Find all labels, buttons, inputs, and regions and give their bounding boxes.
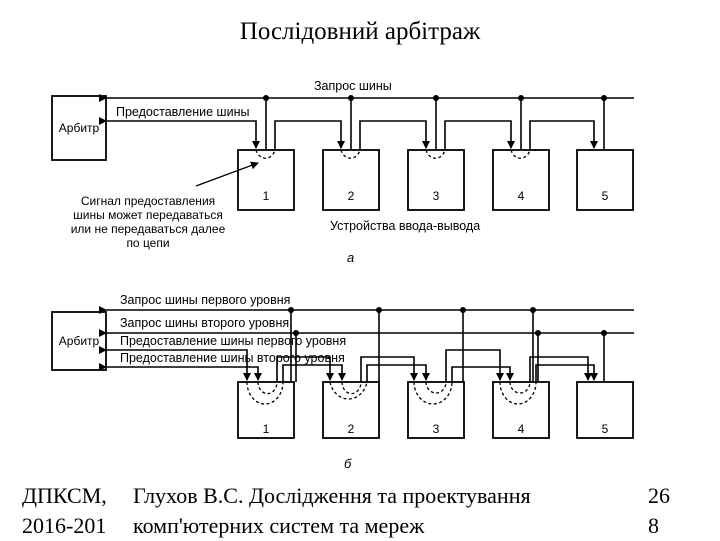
line-labels-b: Запрос шины первого уровня Запрос шины в…: [120, 293, 346, 365]
junction-dots-b: [288, 307, 607, 336]
footer-author-line2: комп'ютерних систем та мереж: [133, 513, 425, 538]
device-label: 2: [348, 422, 355, 436]
footer-course-line1: ДПКСМ,: [22, 483, 107, 508]
footer-page-number: 26 8: [648, 481, 670, 541]
device-boxes-b: [237, 381, 634, 439]
footer-course: ДПКСМ, 2016-201: [22, 481, 107, 541]
slide-title: Послідовний арбітраж: [239, 18, 481, 45]
note-line-1: Сигнал предоставления: [81, 194, 215, 208]
devices-caption-a: Устройства ввода-вывода: [330, 219, 480, 233]
arbiter-box-b: [51, 311, 107, 371]
figure-letter-b: б: [344, 456, 352, 471]
diagram-a: [51, 94, 634, 211]
dashed-arcs-b: [246, 381, 537, 405]
note-line-4: по цепи: [126, 236, 169, 250]
note-text-a: Сигнал предоставления шины может передав…: [71, 194, 226, 250]
footer-author-line1: Глухов В.С. Дослідження та проектування: [133, 483, 531, 508]
device-boxes-a: [237, 149, 634, 211]
device-label: 4: [518, 189, 525, 203]
device-label: 4: [518, 422, 525, 436]
footer-page-line1: 26: [648, 483, 670, 508]
note-line-3: или не передаваться далее: [71, 222, 226, 236]
device-label: 3: [433, 189, 440, 203]
line-label-grant-level1: Предоставление шины первого уровня: [120, 334, 346, 348]
arbiter-label-b: Арбитр: [59, 334, 100, 348]
device-label: 1: [263, 189, 270, 203]
device-labels-a: 1 2 3 4 5: [263, 189, 609, 203]
arbiter-label-a: Арбитр: [59, 121, 100, 135]
figure-letter-a: а: [347, 250, 354, 265]
bus-grant-label-a: Предоставление шины: [116, 105, 249, 119]
device-label: 1: [263, 422, 270, 436]
device-label: 2: [348, 189, 355, 203]
footer-course-line2: 2016-201: [22, 513, 107, 538]
request-connections-a: [265, 98, 605, 150]
note-pointer-a: [195, 161, 259, 187]
line-label-request-level1: Запрос шины первого уровня: [120, 293, 290, 307]
grant-lines-b: [99, 346, 598, 382]
device-label: 5: [602, 189, 609, 203]
footer-author: Глухов В.С. Дослідження та проектування …: [133, 481, 531, 541]
dashed-arcs-a: [255, 149, 531, 159]
footer-page-line2: 8: [648, 513, 659, 538]
bus-request-label-a: Запрос шины: [314, 79, 392, 93]
junction-dots-a: [263, 95, 607, 101]
line-label-grant-level2: Предоставление шины второго уровня: [120, 351, 345, 365]
device-label: 5: [602, 422, 609, 436]
line-label-request-level2: Запрос шины второго уровня: [120, 316, 289, 330]
grant-chain-a: [99, 117, 598, 150]
diagram-b: [51, 306, 634, 439]
note-line-2: шины может передаваться: [73, 208, 223, 222]
device-labels-b: 1 2 3 4 5: [263, 422, 609, 436]
device-label: 3: [433, 422, 440, 436]
